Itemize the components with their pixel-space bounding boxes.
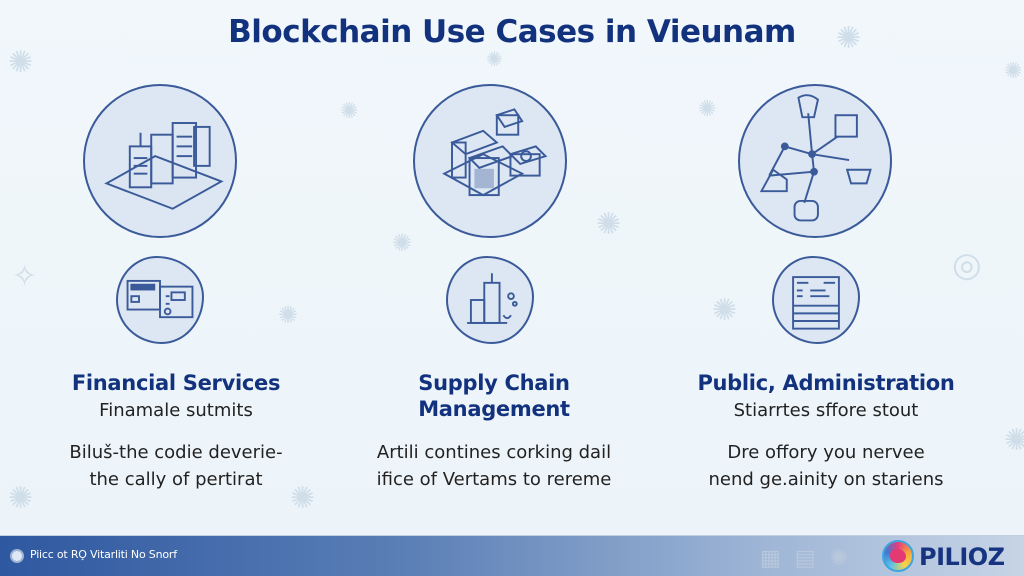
gear-decoration-icon: ✺ xyxy=(596,208,622,241)
brand-logo-text: PILIOZ xyxy=(919,543,1005,571)
gear-decoration-icon: ✺ xyxy=(8,46,34,79)
sparkle-decoration-icon: ✧ xyxy=(12,260,38,293)
use-case-title: Financial Services xyxy=(71,371,281,395)
use-case-title: Supply Chain xyxy=(418,371,570,395)
slide-title: Blockchain Use Cases in Vieunam xyxy=(228,14,796,50)
globe-icon xyxy=(10,549,24,563)
warehouse-boxes-icon xyxy=(413,84,567,238)
use-case-description-line: Biluš-the codie deverie- xyxy=(69,442,283,463)
gear-decoration-icon: ✺ xyxy=(8,482,34,515)
use-case-description-line: nend ge.ainity on stariens xyxy=(708,469,944,490)
gear-decoration-icon: ✺ xyxy=(486,49,503,71)
gear-decoration-icon: ✺ xyxy=(290,482,316,515)
use-case-description-line: ifice of Vertams to rereme xyxy=(376,469,612,490)
gear-decoration-icon: ✺ xyxy=(1004,58,1023,83)
gear-decoration-icon: ✺ xyxy=(340,98,359,123)
network-nodes-icon xyxy=(738,84,892,238)
gear-decoration-icon: ✺ xyxy=(1004,424,1024,457)
use-case-description-line: Dre offory you nervee xyxy=(727,442,925,463)
gear-decoration-icon: ✺ xyxy=(712,294,738,327)
use-case-title: Management xyxy=(418,397,570,421)
pilioz-logo-icon xyxy=(882,540,914,572)
gear-decoration-icon: ✺ xyxy=(836,22,862,55)
use-case-subtitle: Finamale sutmits xyxy=(99,400,253,421)
city-buildings-icon xyxy=(83,84,237,238)
footer-bar: Piicc ot RO̧ Vitarliti No Snorf ▦▤✺ PILI… xyxy=(0,535,1024,576)
gear-decoration-icon: ✺ xyxy=(698,96,717,121)
emblem-decoration-icon: ◎ xyxy=(952,246,982,284)
footer-caption: Piicc ot RO̧ Vitarliti No Snorf xyxy=(30,548,177,561)
use-case-description-line: the cally of pertirat xyxy=(89,469,263,490)
gear-decoration-icon: ✺ xyxy=(278,302,299,329)
document-form-icon xyxy=(772,256,860,344)
use-case-description-line: Artili contines corking dail xyxy=(376,442,612,463)
sparkle-decoration-icon: ✺ xyxy=(392,230,413,257)
bank-card-icon xyxy=(116,256,204,344)
use-case-subtitle: Stiarrtes sffore stout xyxy=(733,400,919,421)
footer-decoration-icons: ▦▤✺ xyxy=(760,545,863,570)
factory-chart-icon xyxy=(446,256,534,344)
use-case-title: Public, Administration xyxy=(697,371,955,395)
